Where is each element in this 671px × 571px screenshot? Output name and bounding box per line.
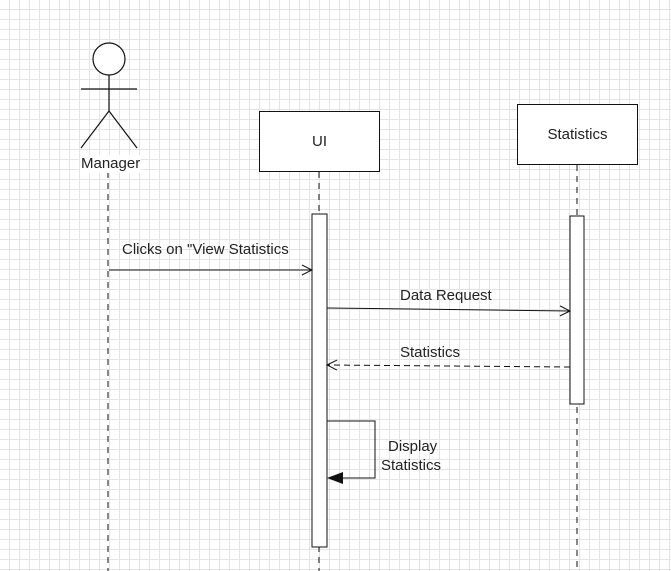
manager-actor-label: Manager (80, 155, 142, 173)
message-arrow-display-statistics (327, 420, 376, 484)
statistics-activation-bar (569, 215, 585, 405)
message-label-display-statistics-line2: Statistics (381, 457, 442, 474)
statistics-participant-box: Statistics (517, 104, 638, 165)
manager-actor-figure (80, 42, 138, 149)
message-label-display-statistics-line1: Display (388, 438, 438, 455)
statistics-participant-label: Statistics (547, 126, 608, 143)
message-arrow-statistics-return (327, 365, 571, 367)
message-label-statistics-return: Statistics (400, 344, 461, 361)
message-label-clicks-view-statistics: Clicks on "View Statistics (122, 241, 289, 258)
ui-activation-bar (311, 213, 328, 548)
ui-participant-box: UI (259, 111, 380, 172)
message-arrow-data-request (326, 308, 570, 311)
ui-participant-label: UI (312, 133, 327, 150)
message-label-data-request: Data Request (400, 287, 492, 304)
